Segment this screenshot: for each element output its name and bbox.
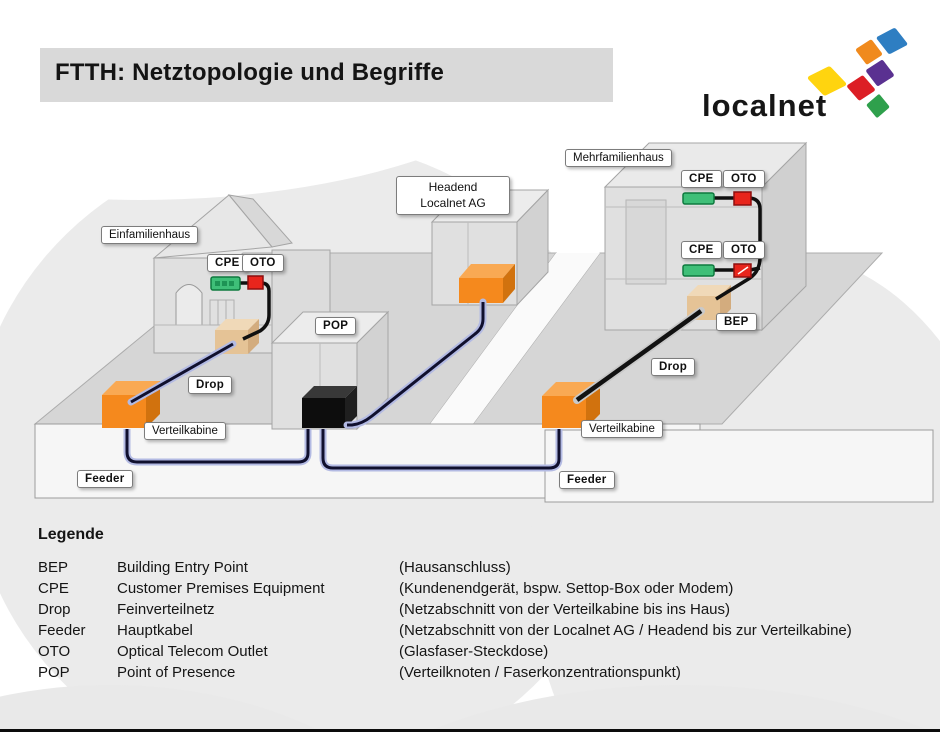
logo-diamond-green	[866, 94, 890, 118]
label-cpe-lower: CPE	[681, 241, 722, 259]
label-verteilkabine-right: Verteilkabine	[581, 420, 663, 438]
legend-term: OTO	[38, 643, 71, 660]
localnet-logo-text: localnet	[702, 88, 828, 123]
drop-cable-right	[575, 309, 703, 402]
logo-diamond-purple	[866, 60, 894, 86]
feeder-cable-headend	[347, 302, 485, 427]
label-einfamilienhaus: Einfamilienhaus	[101, 226, 199, 244]
legend-definition: Hauptkabel	[117, 622, 193, 639]
feeder-cable-left	[125, 429, 310, 464]
bottom-border-bar	[0, 729, 940, 732]
building-core-shaft	[625, 199, 667, 285]
cpe-device-upper	[682, 192, 715, 205]
localnet-logo-icon	[807, 28, 908, 118]
swoosh-hill-left	[0, 685, 323, 732]
label-pop: POP	[315, 317, 357, 335]
label-headend: Headend Localnet AG	[396, 176, 510, 216]
swoosh-hill-right	[426, 685, 934, 732]
label-mehrfamilienhaus: Mehrfamilienhaus	[565, 149, 672, 167]
drop-cable-left	[130, 342, 234, 404]
logo-diamond-blue	[876, 28, 908, 54]
road-gap	[430, 253, 600, 424]
label-verteilkabine-left: Verteilkabine	[144, 422, 226, 440]
page-title: FTTH: Netztopologie und Begriffe	[55, 59, 445, 86]
oto-device-upper	[733, 191, 752, 206]
legend-heading: Legende	[38, 526, 104, 543]
logo-diamond-red	[847, 75, 875, 101]
legend-term: BEP	[38, 559, 69, 576]
pop-box	[302, 386, 357, 428]
legend-term: CPE	[38, 580, 69, 597]
inhouse-cable-left	[242, 281, 271, 341]
street-band-right	[544, 429, 934, 503]
legend-definition: Feinverteilnetz	[117, 601, 215, 618]
label-drop-left: Drop	[188, 376, 233, 394]
legend-german: (Glasfaser-Steckdose)	[399, 643, 549, 660]
legend-german: (Kundenendgerät, bspw. Settop-Box oder M…	[399, 580, 734, 597]
legend-term: POP	[38, 664, 70, 681]
label-oto-upper: OTO	[723, 170, 765, 188]
feeder-cable-right	[321, 429, 561, 470]
label-bep: BEP	[716, 313, 757, 331]
legend: Legende BEP Building Entry Point (Hausan…	[38, 526, 852, 683]
legend-definition: Customer Premises Equipment	[117, 580, 325, 597]
label-feeder-left: Feeder	[77, 470, 133, 488]
legend-german: (Hausanschluss)	[399, 559, 511, 576]
cpe-device-lower	[682, 264, 715, 277]
label-cpe-upper: CPE	[681, 170, 722, 188]
legend-definition: Building Entry Point	[117, 559, 248, 576]
legend-term: Drop	[38, 601, 71, 618]
legend-table: BEP Building Entry Point (Hausanschluss)…	[38, 557, 852, 683]
legend-german: (Netzabschnitt von der Verteilkabine bis…	[399, 601, 730, 618]
logo-diamond-orange	[855, 39, 883, 65]
house-door-arch	[175, 284, 203, 326]
legend-german: (Netzabschnitt von der Localnet AG / Hea…	[399, 622, 852, 639]
oto-device-left	[247, 275, 264, 290]
label-drop-right: Drop	[651, 358, 696, 376]
label-oto-left: OTO	[242, 254, 284, 272]
logo-diamond-yellow	[807, 66, 847, 96]
title-bar: FTTH: Netztopologie und Begriffe	[40, 48, 613, 102]
headend-unit-box	[459, 264, 515, 303]
label-feeder-right: Feeder	[559, 471, 615, 489]
label-oto-lower: OTO	[723, 241, 765, 259]
legend-definition: Point of Presence	[117, 664, 236, 681]
devices	[210, 191, 752, 291]
legend-term: Feeder	[38, 622, 86, 639]
legend-german: (Verteilknoten / Faserkonzentrationspunk…	[399, 664, 681, 681]
legend-definition: Optical Telecom Outlet	[117, 643, 268, 660]
